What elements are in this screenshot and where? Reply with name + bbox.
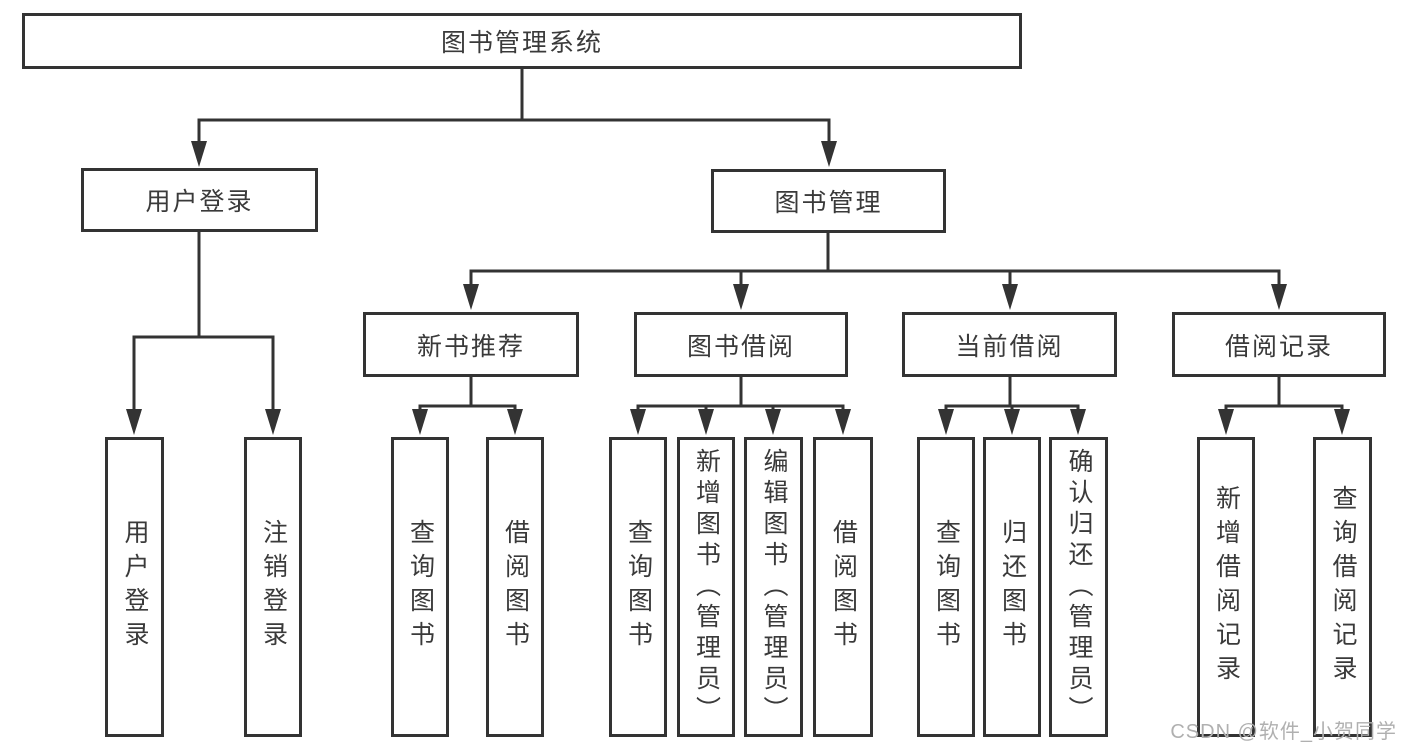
leaf-confirm-return-admin: 确认归还（管理员）: [1049, 437, 1108, 737]
node-current-borrow: 当前借阅: [902, 312, 1117, 377]
node-user-login-label: 用户登录: [145, 188, 254, 216]
leaf-add-books-admin: 新增图书（管理员）: [677, 437, 735, 737]
leaf-logout-login: 注销登录: [244, 437, 302, 737]
node-book-borrow-label: 图书借阅: [686, 332, 795, 361]
node-borrow-records-label: 借阅记录: [1224, 332, 1333, 361]
node-root-label: 图书管理系统: [440, 29, 603, 57]
node-book-management-label: 图书管理: [774, 189, 883, 217]
node-user-login: 用户登录: [81, 168, 318, 232]
leaf-add-borrow-record: 新增借阅记录: [1197, 437, 1255, 737]
leaf-borrow-books-recommend: 借阅图书: [486, 437, 544, 737]
node-new-book-recommend-label: 新书推荐: [416, 332, 525, 361]
leaf-borrow-books: 借阅图书: [813, 437, 873, 737]
csdn-watermark: CSDN @软件_小贺同学: [1170, 721, 1397, 743]
node-book-management: 图书管理: [711, 169, 946, 233]
node-borrow-records: 借阅记录: [1172, 312, 1386, 377]
leaf-user-login: 用户登录: [105, 437, 164, 737]
node-current-borrow-label: 当前借阅: [955, 332, 1064, 361]
leaf-edit-books-admin: 编辑图书（管理员）: [744, 437, 803, 737]
leaf-query-borrow-record: 查询借阅记录: [1313, 437, 1372, 737]
leaf-query-books-recommend: 查询图书: [391, 437, 449, 737]
node-new-book-recommend: 新书推荐: [363, 312, 579, 377]
node-root: 图书管理系统: [22, 13, 1022, 69]
leaf-query-books-current: 查询图书: [917, 437, 975, 737]
arrowheads: [126, 141, 1350, 435]
leaf-query-books-borrow: 查询图书: [609, 437, 667, 737]
leaf-return-books: 归还图书: [983, 437, 1041, 737]
node-book-borrow: 图书借阅: [634, 312, 848, 377]
